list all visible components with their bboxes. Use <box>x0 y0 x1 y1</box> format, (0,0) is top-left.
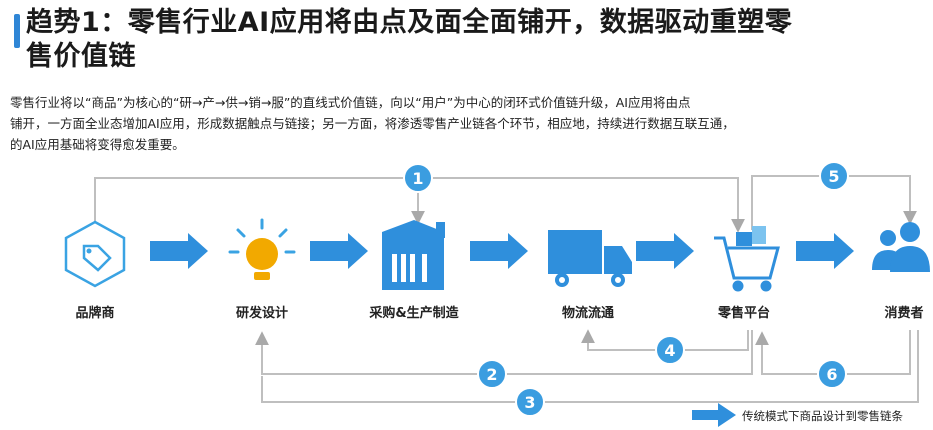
legend-arrow-icon <box>692 403 736 427</box>
intro-paragraph: 零售行业将以“商品”为核心的“研→产→供→销→服”的直线式价值链，向以“用户”为… <box>10 92 928 158</box>
badge-number-3: 3 <box>524 393 535 412</box>
title-line-1: 趋势1：零售行业AI应用将由点及面全面铺开，数据驱动重塑零 <box>26 7 793 38</box>
legend: 传统模式下商品设计到零售链条 <box>692 403 903 427</box>
tag-icon <box>64 220 126 288</box>
intro-line-2: 铺开，一方面全业态增加AI应用，形成数据触点与链接；另一方面，将渗透零售产业链各… <box>10 116 735 131</box>
shopping-cart-icon <box>714 226 780 292</box>
link-badge-6: 6 <box>817 359 847 389</box>
node-label-logistics: 物流流通 <box>562 305 614 321</box>
truck-icon <box>548 230 632 287</box>
intro-line-1: 零售行业将以“商品”为核心的“研→产→供→销→服”的直线式价值链，向以“用户”为… <box>10 95 691 110</box>
flow-arrows <box>150 233 854 269</box>
lightbulb-icon <box>228 218 296 280</box>
link-3-path <box>261 330 919 403</box>
node-label-production: 采购&生产制造 <box>368 305 459 321</box>
badge-number-1: 1 <box>412 169 423 188</box>
title-accent-bar <box>14 14 20 48</box>
intro-line-3: 的AI应用基础将变得愈发重要。 <box>10 137 185 152</box>
link-badge-5: 5 <box>819 161 849 191</box>
badge-number-2: 2 <box>486 365 497 384</box>
node-label-retail: 零售平台 <box>717 305 770 321</box>
flow-arrow-5 <box>796 233 854 269</box>
badge-number-6: 6 <box>826 365 837 384</box>
link-badge-2: 2 <box>477 359 507 389</box>
badge-number-4: 4 <box>664 341 675 360</box>
link-badge-4: 4 <box>655 335 685 365</box>
people-icon <box>872 222 930 272</box>
factory-icon <box>382 220 445 290</box>
link-badge-3: 3 <box>515 387 545 417</box>
connector-lines <box>94 175 919 403</box>
node-label-brand: 品牌商 <box>75 305 114 321</box>
flow-arrow-3 <box>470 233 528 269</box>
flow-arrow-2 <box>310 233 368 269</box>
legend-text: 传统模式下商品设计到零售链条 <box>742 409 903 423</box>
title-line-2: 售价值链 <box>26 41 136 72</box>
flow-arrow-1 <box>150 233 208 269</box>
page-title: 趋势1：零售行业AI应用将由点及面全面铺开，数据驱动重塑零 售价值链 <box>26 6 926 74</box>
badge-number-5: 5 <box>828 167 839 186</box>
node-label-consumer: 消费者 <box>884 305 923 321</box>
flow-arrow-4 <box>636 233 694 269</box>
link-badge-1: 1 <box>403 163 433 193</box>
node-label-rnd: 研发设计 <box>236 305 288 321</box>
